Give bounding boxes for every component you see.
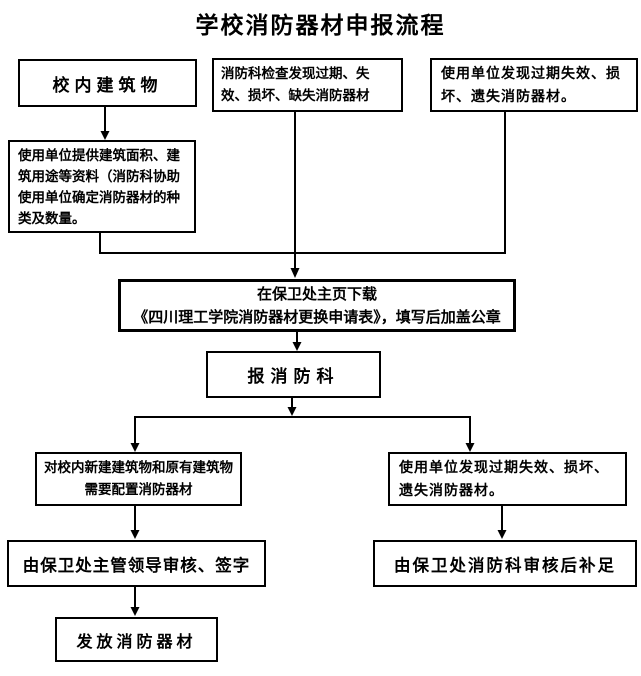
arrowhead-into-firedivision-review [497,530,507,539]
node-distribute-equipment: 发放消防器材 [55,617,218,662]
node-report-fire-division-label: 报消防科 [247,367,340,386]
node-fire-division-review-label: 由保卫处消防科审核后补足 [394,556,616,575]
arrowhead-campus-to-provide [100,131,110,140]
page-title: 学校消防器材申报流程 [195,13,446,38]
node-campus-buildings-label: 校内建筑物 [52,75,163,95]
node-buildings-need-equipment: 对校内新建建筑物和原有建筑物需要配置消防器材 [35,452,242,506]
node-leader-review-sign-label: 由保卫处主管领导审核、签字 [22,556,251,575]
node-download-form-line2: 《四川理工学院消防器材更换申请表》，填写后加盖公章 [133,308,501,326]
node-distribute-equipment-label: 发放消防器材 [76,633,197,651]
node-download-form: 在保卫处主页下载 《四川理工学院消防器材更换申请表》，填写后加盖公章 [118,279,516,332]
node-user-finding-bottom-label: 使用单位发现过期失效、损坏、遗失消防器材。 [399,459,609,498]
node-inspection-finding-label: 消防科检查发现过期、失效、损坏、缺失消防器材 [221,66,370,103]
node-user-finding-bottom: 使用单位发现过期失效、损坏、遗失消防器材。 [388,452,627,506]
arrowhead-into-report [292,342,302,351]
arrowhead-into-distribute [130,607,140,616]
node-provide-info: 使用单位提供建筑面积、建筑用途等资料（消防科协助使用单位确定消防器材的种类及数量… [8,140,196,233]
node-report-fire-division: 报消防科 [206,351,381,398]
node-user-finding-top-label: 使用单位发现过期失效、损坏、遗失消防器材。 [441,65,621,104]
node-fire-division-review: 由保卫处消防科审核后补足 [373,540,637,587]
arrowhead-into-download [290,268,300,278]
arrowhead-into-split [287,407,297,416]
node-inspection-finding: 消防科检查发现过期、失效、损坏、缺失消防器材 [212,58,403,112]
arrowhead-into-leader-review [130,530,140,539]
node-download-form-line1: 在保卫处主页下载 [256,285,377,303]
node-provide-info-label: 使用单位提供建筑面积、建筑用途等资料（消防科协助使用单位确定消防器材的种类及数量… [18,147,180,226]
node-buildings-need-equipment-label: 对校内新建建筑物和原有建筑物需要配置消防器材 [44,460,233,497]
arrowhead-into-user-finding [465,443,475,452]
node-user-finding-top: 使用单位发现过期失效、损坏、遗失消防器材。 [430,58,638,112]
connector-split-rail [134,416,471,443]
arrowhead-into-buildings-need [130,443,140,452]
node-campus-buildings: 校内建筑物 [18,59,197,107]
node-leader-review-sign: 由保卫处主管领导审核、签字 [7,540,266,587]
